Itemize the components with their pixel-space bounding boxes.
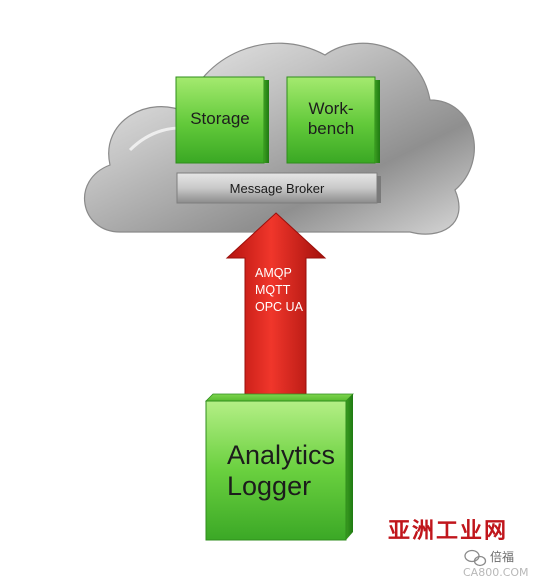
watermark-url: CA800.COM <box>463 566 529 579</box>
workbench-label-line2: bench <box>308 119 354 138</box>
wechat-icon <box>464 549 487 567</box>
workbench-label-line1: Work- <box>308 99 353 118</box>
logger-label-line2: Logger <box>227 471 311 501</box>
storage-label: Storage <box>190 109 250 128</box>
protocol-label-mqtt: MQTT <box>255 283 291 297</box>
protocol-arrow: AMQP MQTT OPC UA <box>225 212 327 403</box>
watermark-wechat-text: 倍福 <box>490 549 514 564</box>
protocol-label-opcua: OPC UA <box>255 300 304 314</box>
storage-box: Storage <box>175 76 269 164</box>
cloud-shape <box>83 42 475 235</box>
watermark: 亚洲工业网 倍福 CA800.COM <box>388 518 529 579</box>
message-broker-bar: Message Broker <box>176 172 381 204</box>
watermark-site-name: 亚洲工业网 <box>388 518 508 544</box>
protocol-label-amqp: AMQP <box>255 266 292 280</box>
message-broker-label: Message Broker <box>230 181 325 196</box>
workbench-box: Work- bench <box>286 76 380 164</box>
analytics-logger-cube: Analytics Logger <box>205 393 354 541</box>
logger-label-line1: Analytics <box>227 440 335 470</box>
